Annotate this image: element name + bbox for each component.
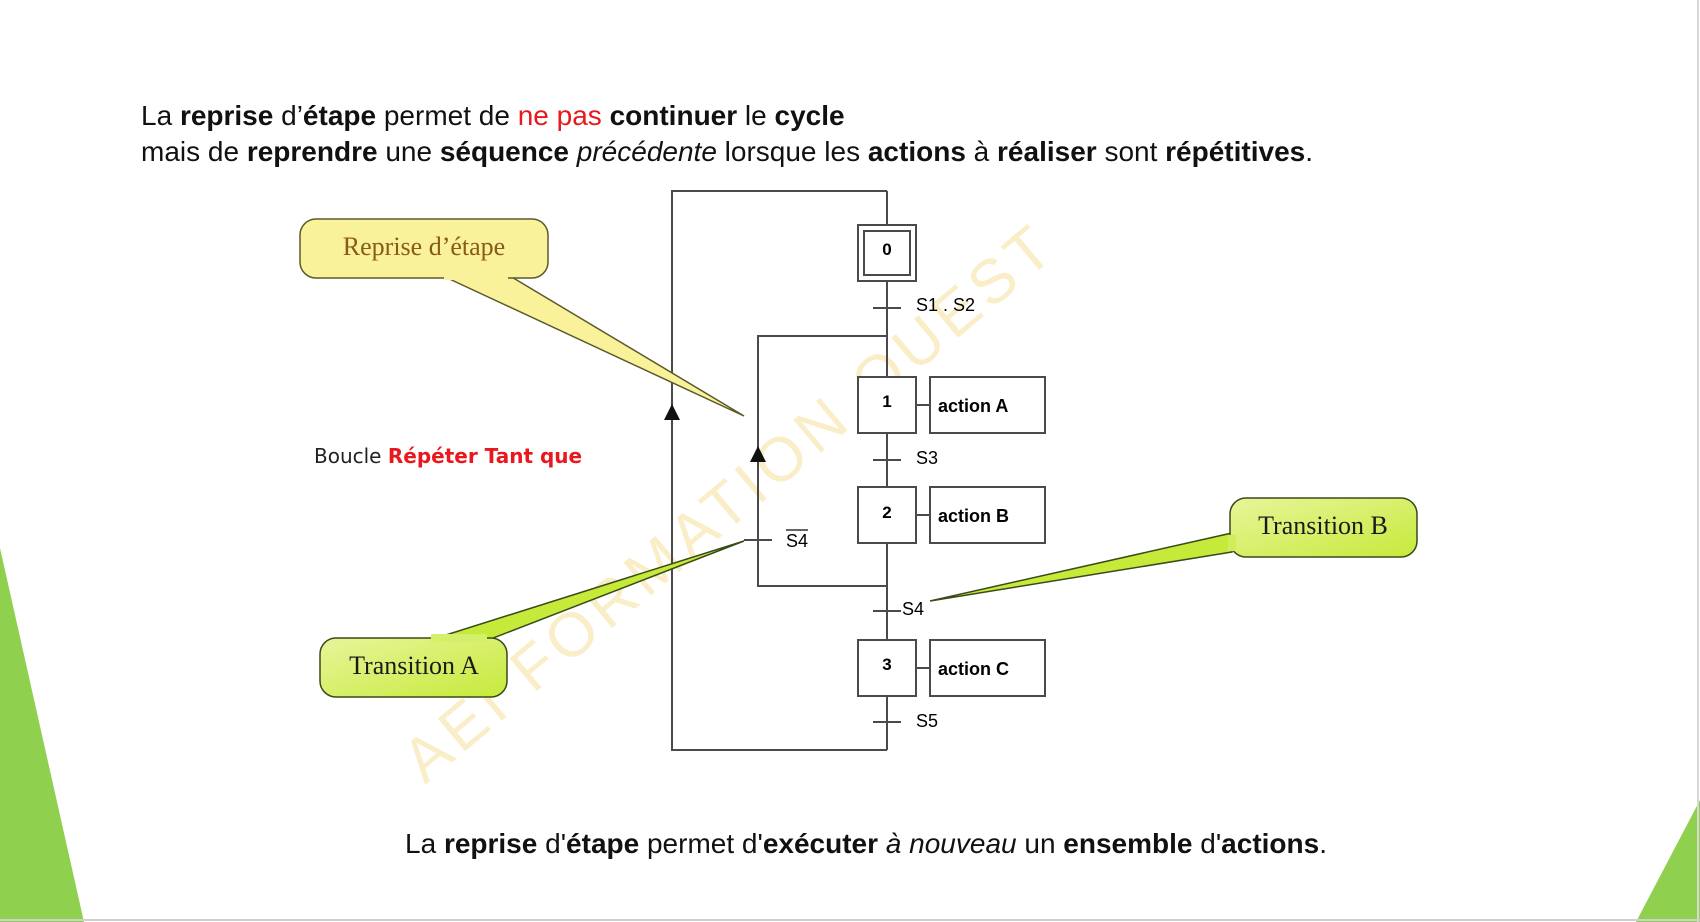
inner-loop-arrow [750, 446, 766, 462]
text-run: permet d' [639, 828, 763, 859]
transition-label-s4: S4 [902, 599, 924, 619]
callout-reprise-pointer [442, 275, 745, 417]
emphasis-cycle: cycle [774, 100, 845, 131]
callout-reprise-label: Reprise d’étape [343, 232, 505, 261]
step-2-number: 2 [882, 503, 891, 522]
text-run: le [737, 100, 775, 131]
highlight-ne-pas: ne pas [517, 100, 602, 131]
callout-transition-b-seam [1228, 535, 1236, 551]
emphasis-actions: actions [1221, 828, 1320, 859]
emphasis-a-nouveau: à nouveau [885, 828, 1017, 859]
bottom-sentence: La reprise d'étape permet d'exécuter à n… [405, 826, 1327, 862]
callout-transition-a-label: Transition A [349, 651, 479, 680]
emphasis-realiser: réaliser [997, 136, 1097, 167]
callout-transition-a-box [319, 637, 508, 698]
emphasis-etape: étape [302, 100, 377, 131]
intro-paragraph: La reprise d’étape permet de ne pas cont… [141, 98, 1621, 170]
transition-label-s3: S3 [916, 448, 938, 468]
intro-line-1: La reprise d’étape permet de ne pas cont… [141, 98, 1621, 134]
action-c-label: action C [938, 659, 1009, 679]
emphasis-sequence: séquence [439, 136, 569, 167]
text-run: sont [1096, 136, 1166, 167]
emphasis-reprendre: reprendre [246, 136, 378, 167]
text-run: d' [1192, 828, 1222, 859]
emphasis-continuer: continuer [609, 100, 738, 131]
callout-transition-a-seam [431, 634, 487, 642]
loop-label-prefix: Boucle [314, 444, 388, 468]
text-run: permet de [376, 100, 518, 131]
step-0-number: 0 [882, 240, 891, 259]
text-run: d' [537, 828, 567, 859]
text-run: . [1305, 136, 1314, 167]
emphasis-etape: étape [566, 828, 640, 859]
right-green-triangle [1636, 800, 1700, 922]
emphasis-precedente: précédente [576, 136, 717, 167]
callout-transition-b-box [1229, 497, 1418, 558]
callout-reprise-box [299, 218, 549, 279]
emphasis-ensemble: ensemble [1063, 828, 1193, 859]
outer-loop-line [671, 190, 887, 751]
text-run: lorsque les [716, 136, 868, 167]
emphasis-actions: actions [867, 136, 966, 167]
text-run [878, 828, 886, 859]
emphasis-reprise: reprise [443, 828, 538, 859]
outer-loop-arrow [664, 404, 680, 420]
step-1-box [857, 376, 917, 434]
step-0-inner-box [863, 230, 911, 276]
text-run: d’ [273, 100, 303, 131]
text-run: La [141, 100, 180, 131]
emphasis-repetitives: répétitives [1165, 136, 1306, 167]
text-run: La [405, 828, 444, 859]
text-run: une [377, 136, 440, 167]
action-b-box [929, 486, 1046, 544]
step-1-number: 1 [882, 392, 891, 411]
action-b-label: action B [938, 506, 1009, 526]
action-a-label: action A [938, 396, 1008, 416]
text-run: un [1016, 828, 1064, 859]
emphasis-executer: exécuter [762, 828, 879, 859]
callout-transition-b-label: Transition B [1258, 511, 1388, 540]
loop-label-keyword: Répéter Tant que [387, 444, 583, 468]
action-a-box [929, 376, 1046, 434]
left-green-triangle [0, 548, 84, 922]
intro-line-2: mais de reprendre une séquence précédent… [141, 134, 1621, 170]
text-run: . [1319, 828, 1327, 859]
loop-transition-label-s4-bar: S4 [786, 531, 808, 551]
text-run: à [965, 136, 998, 167]
transition-label-s1s2: S1 . S2 [916, 295, 975, 315]
emphasis-reprise: reprise [179, 100, 274, 131]
callout-reprise-seam [444, 272, 508, 280]
step-2-box [857, 486, 917, 544]
transition-label-s5: S5 [916, 711, 938, 731]
step-3-number: 3 [882, 655, 891, 674]
loop-label: Boucle Répéter Tant que [314, 444, 582, 468]
text-run: mais de [141, 136, 247, 167]
action-c-box [929, 639, 1046, 697]
